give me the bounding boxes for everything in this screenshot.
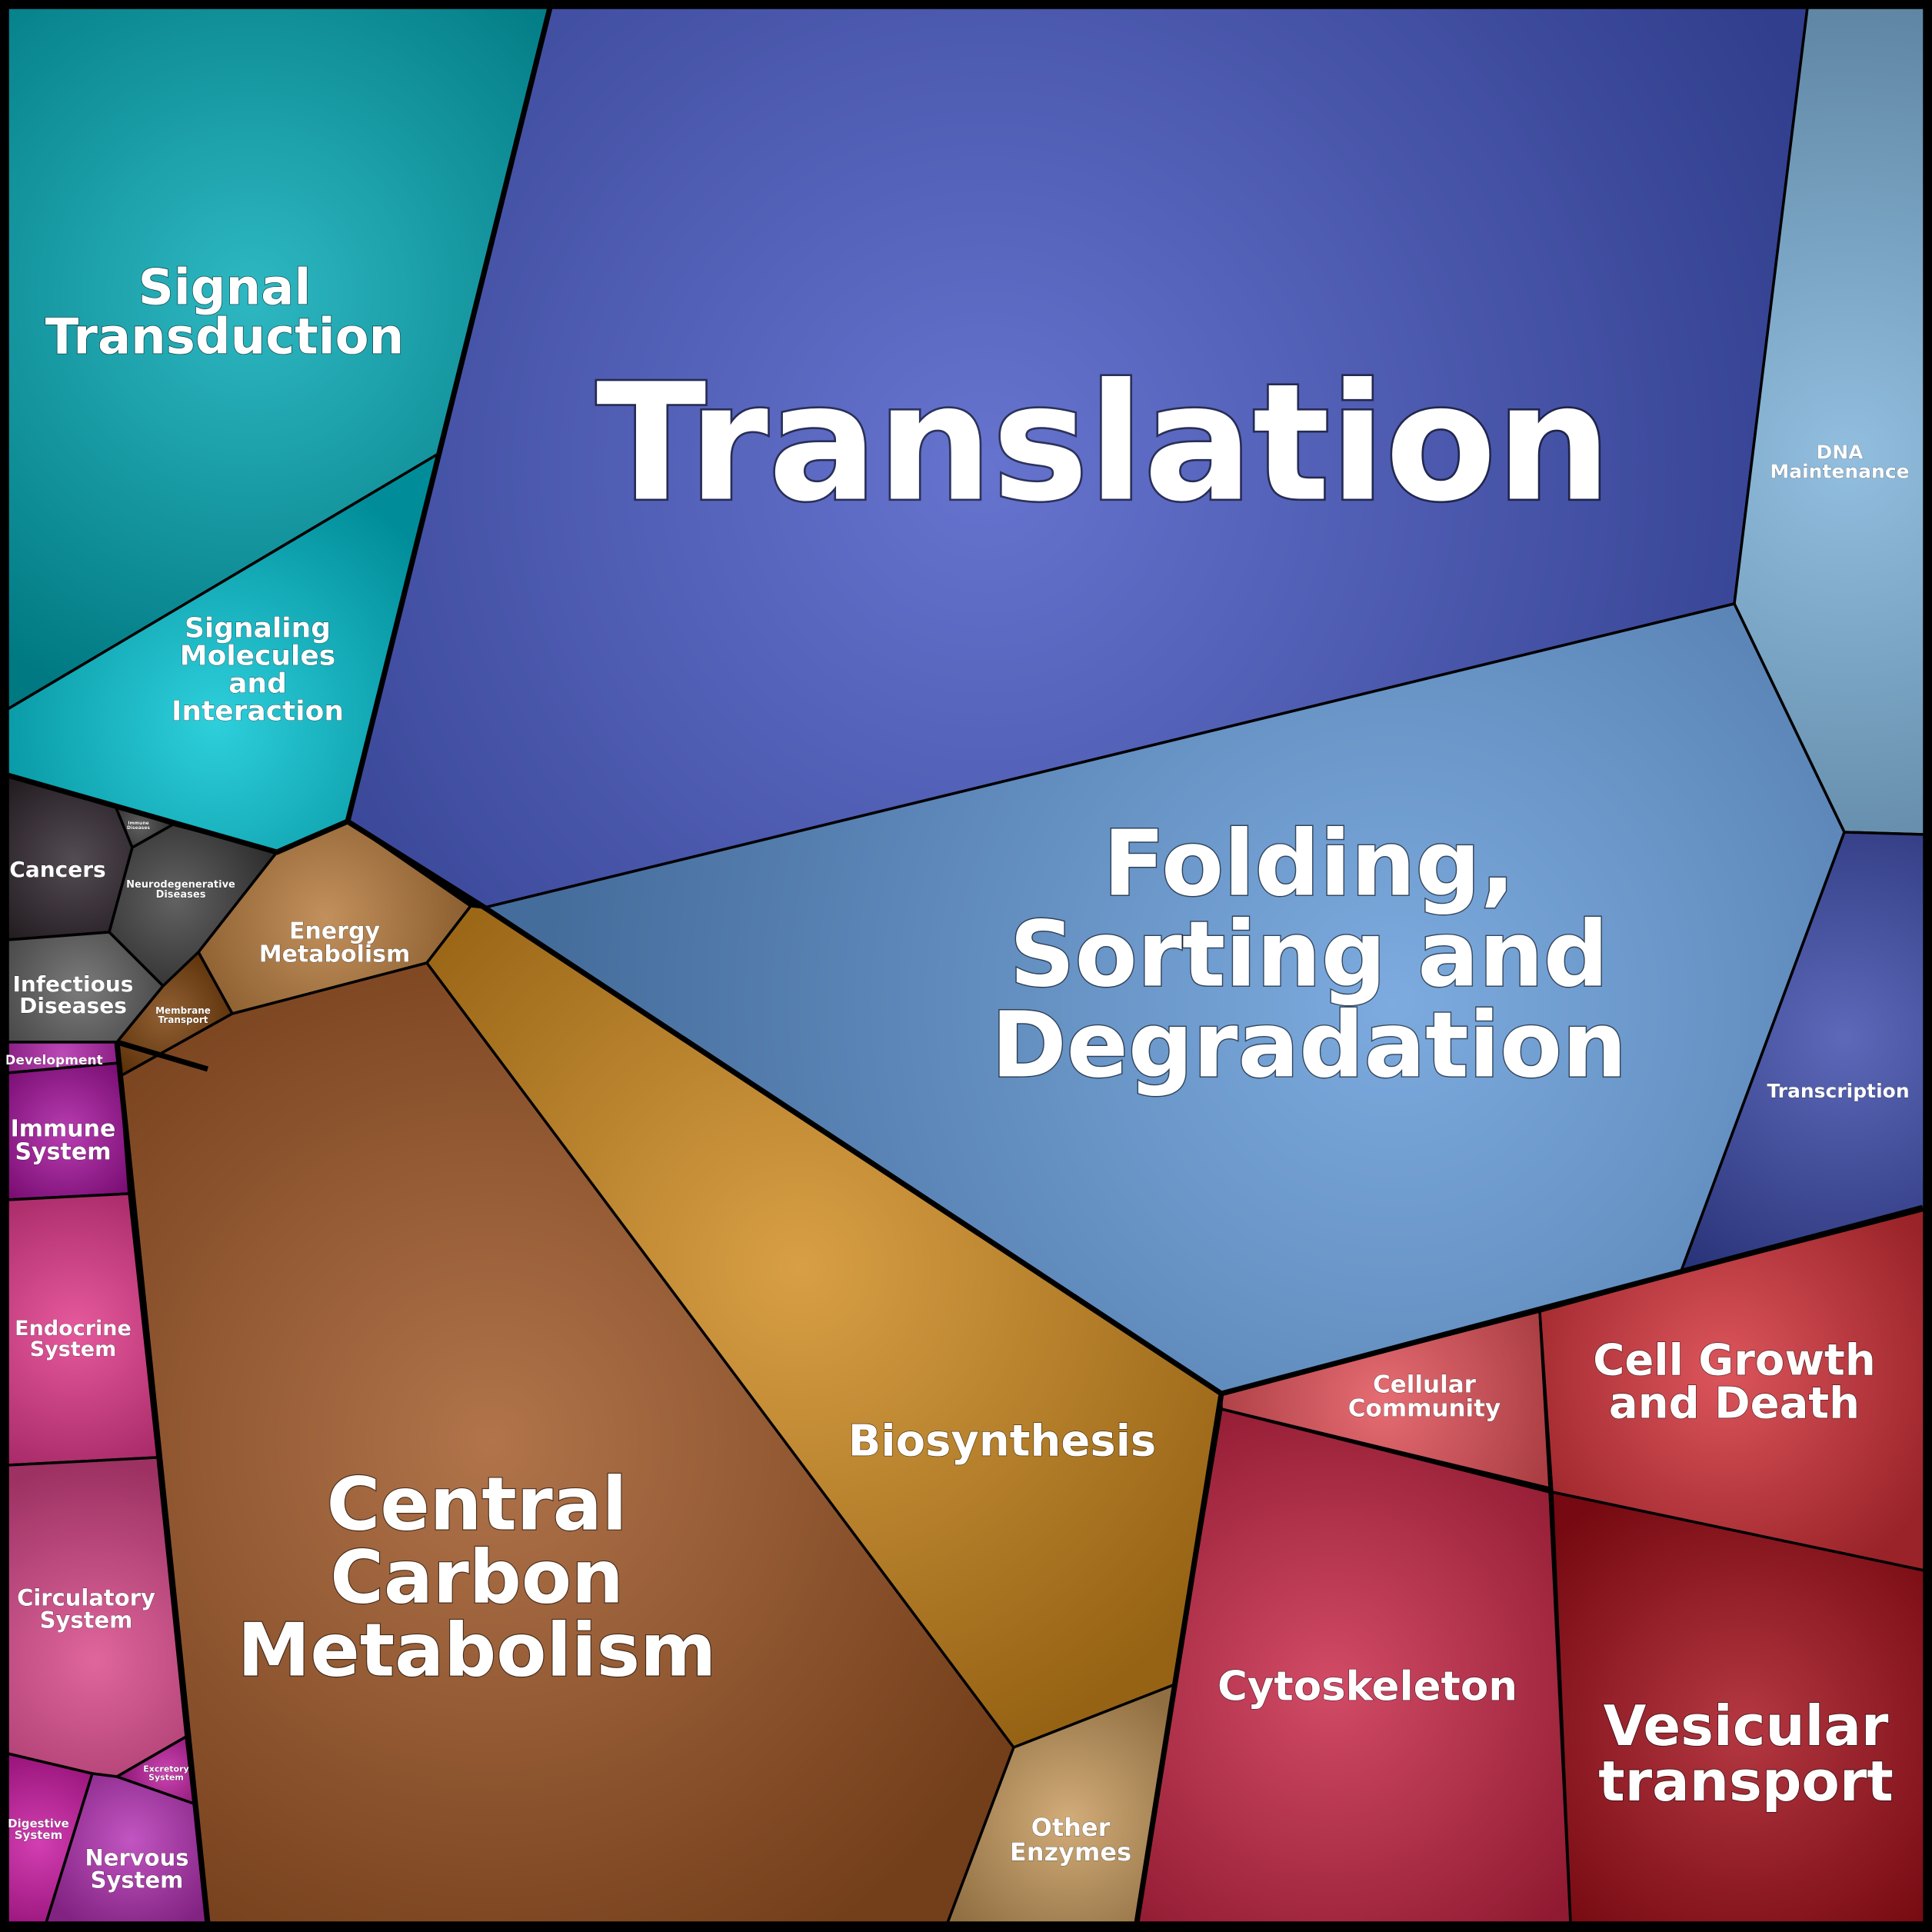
neurodegenerative-label-line: Diseases xyxy=(156,889,206,901)
development-label-line: Development xyxy=(5,1053,102,1068)
energy-metabolism-label-line: Metabolism xyxy=(259,941,411,968)
digestive-label-line: System xyxy=(15,1828,62,1842)
nervous-label-line: System xyxy=(91,1867,184,1894)
infectious-label-line: Diseases xyxy=(19,993,127,1018)
excretory-label-line: Excretory xyxy=(143,1764,188,1774)
cellular-community-label-line: Community xyxy=(1348,1394,1501,1422)
signaling-molecules-label-line: and xyxy=(228,668,287,700)
folding-sorting-label-line: Degradation xyxy=(991,991,1627,1098)
signaling-molecules-label-line: Signaling xyxy=(185,613,331,645)
cell-growth-label-line: Cell Growth xyxy=(1593,1336,1875,1386)
signal-transduction-label-line: Transduction xyxy=(45,308,404,365)
translation-label-line: Translation xyxy=(596,349,1611,538)
signal-transduction-label-line: Signal xyxy=(138,259,311,316)
infectious-label-line: Infectious xyxy=(13,971,134,997)
circulatory-label-line: Circulatory xyxy=(17,1585,155,1611)
circulatory-label-line: System xyxy=(40,1607,133,1634)
cancers-label-line: Cancers xyxy=(9,857,105,882)
nervous-label-line: Nervous xyxy=(85,1845,189,1871)
other-enzymes-label-line: Enzymes xyxy=(1010,1837,1131,1867)
neurodegenerative-label-line: Neurodegenerative xyxy=(126,879,235,891)
cancers-label: Cancers xyxy=(9,857,105,882)
cell-growth-label-line: and Death xyxy=(1609,1379,1860,1429)
immune-system-label-line: Immune xyxy=(11,1116,116,1143)
cytoskeleton-label-line: Cytoskeleton xyxy=(1217,1664,1517,1710)
signaling-molecules-label-line: Interaction xyxy=(172,696,344,728)
transcription-label: Transcription xyxy=(1767,1080,1909,1102)
vesicular-label-line: transport xyxy=(1598,1749,1894,1814)
other-enzymes-label-line: Other xyxy=(1031,1813,1111,1842)
dna-maintenance-label-line: DNA xyxy=(1816,441,1864,463)
cytoskeleton-label: Cytoskeleton xyxy=(1217,1664,1517,1710)
energy-metabolism-label-line: Energy xyxy=(289,918,380,945)
vesicular-label-line: Vesicular xyxy=(1604,1694,1889,1758)
immune-diseases-label-line: Diseases xyxy=(127,825,150,831)
vesicular-cell xyxy=(1551,1491,1926,1924)
membrane-transport-label-line: Transport xyxy=(158,1014,208,1025)
central-carbon-label-line: Metabolism xyxy=(238,1608,716,1693)
dna-maintenance-label-line: Maintenance xyxy=(1770,460,1909,482)
digestive-label-line: Digestive xyxy=(8,1817,69,1830)
central-carbon-label-line: Central xyxy=(327,1462,628,1547)
immune-diseases-label-line: Immune xyxy=(128,821,148,826)
endocrine-label-line: Endocrine xyxy=(15,1317,132,1341)
biosynthesis-label-line: Biosynthesis xyxy=(848,1417,1157,1467)
signaling-molecules-label-line: Molecules xyxy=(180,641,335,672)
membrane-transport-label-line: Membrane xyxy=(155,1005,211,1016)
immune-system-label-line: System xyxy=(15,1139,112,1166)
transcription-label-line: Transcription xyxy=(1767,1080,1909,1102)
group-borders xyxy=(7,7,1924,1924)
translation-label: Translation xyxy=(596,349,1611,538)
folding-sorting-label-line: Sorting and xyxy=(1010,901,1609,1007)
development-label: Development xyxy=(5,1053,102,1068)
folding-sorting-label-line: Folding, xyxy=(1103,810,1515,916)
cellular-community-label-line: Cellular xyxy=(1373,1371,1477,1398)
excretory-label-line: System xyxy=(148,1772,184,1782)
endocrine-label-line: System xyxy=(30,1337,116,1361)
central-carbon-label-line: Carbon xyxy=(330,1535,624,1620)
biosynthesis-label: Biosynthesis xyxy=(848,1417,1157,1467)
